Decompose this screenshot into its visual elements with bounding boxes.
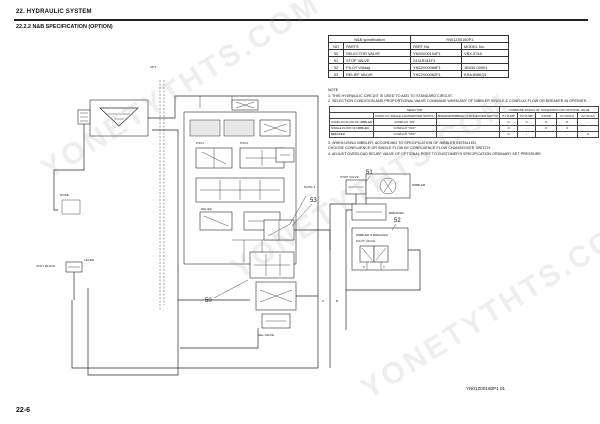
header-rule xyxy=(14,19,588,21)
psv1-label: PSV1 xyxy=(196,141,204,145)
selection-subhead-row: CONFLUX, SINGLE CHANGEOVER SWITCH BREAKE… xyxy=(329,112,600,120)
spec-table: N&B specification YN01Z00160P1 NO PARTS … xyxy=(328,35,509,78)
hose-label: HOSE xyxy=(60,193,69,197)
drawing-number: YN01Z00160P1 01 xyxy=(466,386,506,391)
relief-label: RELIEF xyxy=(201,207,212,211)
note-item: 4. ADJUST OVERLOAD RELIEF VALVE OF OPTIO… xyxy=(328,151,542,156)
only-block-label: ONLY BLOCK xyxy=(36,264,56,268)
lever-label: LEVER xyxy=(84,258,95,262)
chapter-title: 22. HYDRAULIC SYSTEM xyxy=(16,9,92,15)
pilot-valve-label: PILOT VALVE xyxy=(356,239,375,243)
stop-valve-label: STOP VALVE xyxy=(340,175,359,179)
port-b-label: B xyxy=(336,299,338,303)
note-item: 3. WHEN USING NIBBLER, ACCORDING TO SPEC… xyxy=(328,140,478,145)
callout-51: 51 xyxy=(366,170,373,176)
port-a-label: A xyxy=(322,299,325,303)
sel-cell: O xyxy=(577,130,600,138)
notes-title: NOTE xyxy=(328,88,339,92)
port-p-label: P xyxy=(363,265,365,269)
upper-solenoid-valve xyxy=(231,99,295,163)
nibbler-breaker-label: NIBBLER & BREAKER xyxy=(356,233,389,237)
table-row: BREAKER CONFLUX "OFF" O - - - O xyxy=(329,130,600,138)
section-title: 22.2.2 N&B SPECIFICATION (OPTION) xyxy=(16,24,113,30)
notes-block: NOTE 1. THIS HYDRAULIC CIRCUIT IS USED T… xyxy=(328,88,593,158)
spec-cell: KRA1B6KQ1 xyxy=(461,70,509,78)
sel-valve-label: SEL VALVE xyxy=(258,333,274,337)
opt-label: OPT xyxy=(150,65,156,69)
nibbler-label: NIBBLER xyxy=(412,183,426,187)
note-item: CHOOSE CONFLUENCE OR SINGLE FLOW BY CONF… xyxy=(328,146,492,151)
table-row: SINGLE FLOW OF NIBBLER CONFLUX "OFF" O -… xyxy=(329,124,600,132)
sel-cell: BREAKER xyxy=(329,130,374,138)
control-valve-bank: PSV1 PSV2 RELIEF xyxy=(183,111,297,265)
sel-cell: CONFLUX "OFF" xyxy=(372,130,437,138)
page-number: 22-6 xyxy=(16,407,31,414)
note-item: 1. THIS HYDRAULIC CIRCUIT IS USED TO ADD… xyxy=(328,93,453,98)
breaker-label: BREAKER xyxy=(389,211,405,215)
psv2-label: PSV2 xyxy=(240,141,248,145)
selector-valve-50: SEL VALVE xyxy=(249,251,318,337)
main-pipe-lines xyxy=(71,80,319,376)
callout-50: 50 xyxy=(205,298,212,304)
filter-cooler-assembly: HOSE xyxy=(53,99,149,215)
table-row: 53 RELIEF VALVE YN22V00062F1 KRA1B6KQ1 xyxy=(328,70,509,78)
note4-label: NOTE 4 xyxy=(304,185,315,189)
selection-table: SELECTOR COMMAND SIGNAL OF SOLENOIDS FOR… xyxy=(328,105,600,138)
lever-block: ONLY BLOCK LEVER OPT xyxy=(36,65,156,300)
callout-52: 52 xyxy=(394,218,401,224)
callouts: 50 51 52 53 xyxy=(205,170,401,304)
note-item: 2. SELECTION CONDITION AND PROPORTIONAL … xyxy=(328,99,588,104)
port-t-label: T xyxy=(383,265,385,269)
callout-53: 53 xyxy=(310,198,317,204)
attachment-circuit: NIBBLER BREAKER NIBBLER & BREAKER PILOT … xyxy=(322,173,426,368)
